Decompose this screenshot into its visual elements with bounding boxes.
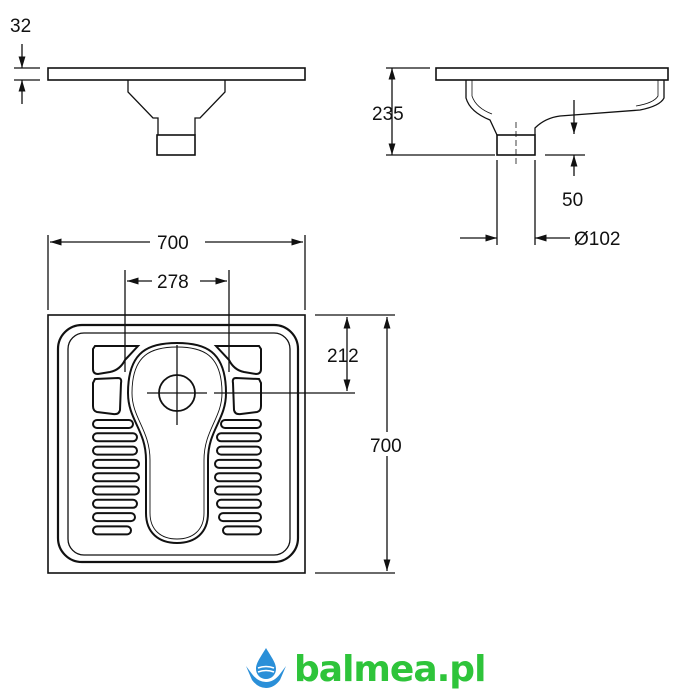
footrest-rib: [214, 458, 262, 469]
footrest-rib: [92, 472, 140, 483]
plan-view: 700 278 700 212: [47, 230, 410, 574]
water-drop-hands-icon: [246, 648, 286, 688]
footrest-rib: [222, 525, 262, 536]
footrest-rib: [216, 445, 262, 456]
footrest-rib: [92, 512, 136, 523]
footrest-rib: [218, 512, 262, 523]
footrest-rib: [216, 432, 262, 443]
brand-logo[interactable]: balmea.pl: [244, 646, 486, 692]
dim-width: 700: [157, 233, 189, 254]
dim-drain-offset: 212: [327, 346, 359, 367]
footrest-rib: [92, 445, 138, 456]
side-view-front: 32: [10, 16, 306, 156]
dim-outlet-height: 50: [562, 190, 583, 211]
footrest-rib: [92, 525, 132, 536]
footrest-rib: [220, 419, 262, 429]
dim-total-height: 235: [372, 104, 404, 125]
footrest-left: [92, 345, 141, 416]
footrest-rib: [92, 432, 138, 443]
footrest-rib: [92, 498, 138, 509]
dim-plate-thickness: 32: [10, 16, 31, 37]
brand-name: balmea.pl: [294, 648, 486, 690]
side-view-side: 235 50 Ø102: [372, 67, 669, 250]
footrest-rib: [214, 472, 262, 483]
footrest-rib: [92, 419, 134, 429]
footrest-rib: [92, 458, 140, 469]
dim-depth: 700: [370, 436, 402, 457]
dim-footrest-spacing: 278: [157, 272, 189, 293]
footrest-rib: [92, 485, 140, 496]
footrest-rib: [216, 498, 262, 509]
dim-outlet-diameter: Ø102: [574, 229, 620, 250]
footrest-rib: [214, 485, 262, 496]
